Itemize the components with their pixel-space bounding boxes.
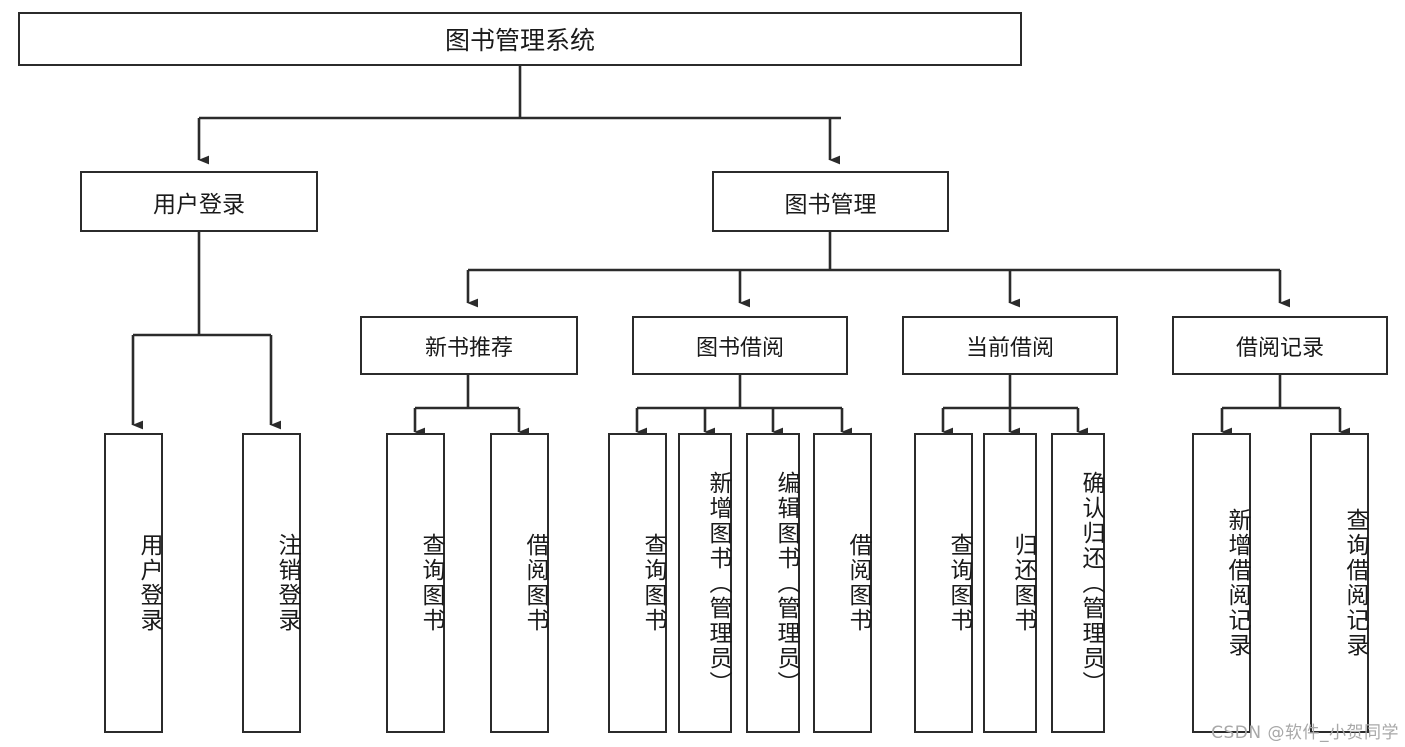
node-label: 查询图书 [418, 533, 444, 633]
watermark: CSDN @软件_小贺同学 [1211, 723, 1399, 743]
node-label: 编辑图书（管理员） [773, 470, 799, 696]
node-label: 归还图书 [1010, 533, 1036, 633]
node-new-book-recommend[interactable]: 新书推荐 [360, 316, 578, 375]
leaf-user-login[interactable]: 用户登录 [104, 433, 163, 733]
node-label: 查询图书 [640, 533, 666, 633]
node-label: 当前借阅 [965, 335, 1054, 361]
leaf-return-book[interactable]: 归还图书 [983, 433, 1037, 733]
leaf-borrow-book-recommend[interactable]: 借阅图书 [490, 433, 549, 733]
node-label: 图书借阅 [695, 335, 784, 361]
leaf-borrow-book[interactable]: 借阅图书 [813, 433, 872, 733]
node-label: 查询借阅记录 [1342, 508, 1368, 658]
node-label: 注销登录 [274, 533, 300, 633]
node-label: 图书管理系统 [444, 26, 595, 55]
leaf-edit-book-admin[interactable]: 编辑图书（管理员） [746, 433, 800, 733]
node-book-borrow[interactable]: 图书借阅 [632, 316, 848, 375]
node-label: 借阅图书 [522, 533, 548, 633]
node-label: 图书管理 [784, 191, 877, 218]
node-label: 查询图书 [946, 533, 972, 633]
node-root-book-management-system[interactable]: 图书管理系统 [18, 12, 1022, 66]
leaf-add-borrow-record[interactable]: 新增借阅记录 [1192, 433, 1251, 733]
leaf-query-book-current[interactable]: 查询图书 [914, 433, 973, 733]
node-label: 新增图书（管理员） [705, 470, 731, 696]
leaf-query-borrow-record[interactable]: 查询借阅记录 [1310, 433, 1369, 733]
node-user-login[interactable]: 用户登录 [80, 171, 318, 232]
node-borrow-record[interactable]: 借阅记录 [1172, 316, 1388, 375]
node-book-management[interactable]: 图书管理 [712, 171, 949, 232]
node-label: 借阅图书 [845, 533, 871, 633]
node-label: 用户登录 [153, 191, 245, 218]
leaf-query-book-recommend[interactable]: 查询图书 [386, 433, 445, 733]
leaf-add-book-admin[interactable]: 新增图书（管理员） [678, 433, 732, 733]
node-label: 借阅记录 [1235, 335, 1324, 361]
node-label: 新书推荐 [424, 335, 513, 361]
leaf-confirm-return-admin[interactable]: 确认归还（管理员） [1051, 433, 1105, 733]
leaf-logout[interactable]: 注销登录 [242, 433, 301, 733]
leaf-query-book-borrow[interactable]: 查询图书 [608, 433, 667, 733]
node-label: 新增借阅记录 [1224, 508, 1250, 658]
node-label: 确认归还（管理员） [1078, 470, 1104, 696]
node-label: 用户登录 [136, 533, 162, 633]
node-current-borrow[interactable]: 当前借阅 [902, 316, 1118, 375]
